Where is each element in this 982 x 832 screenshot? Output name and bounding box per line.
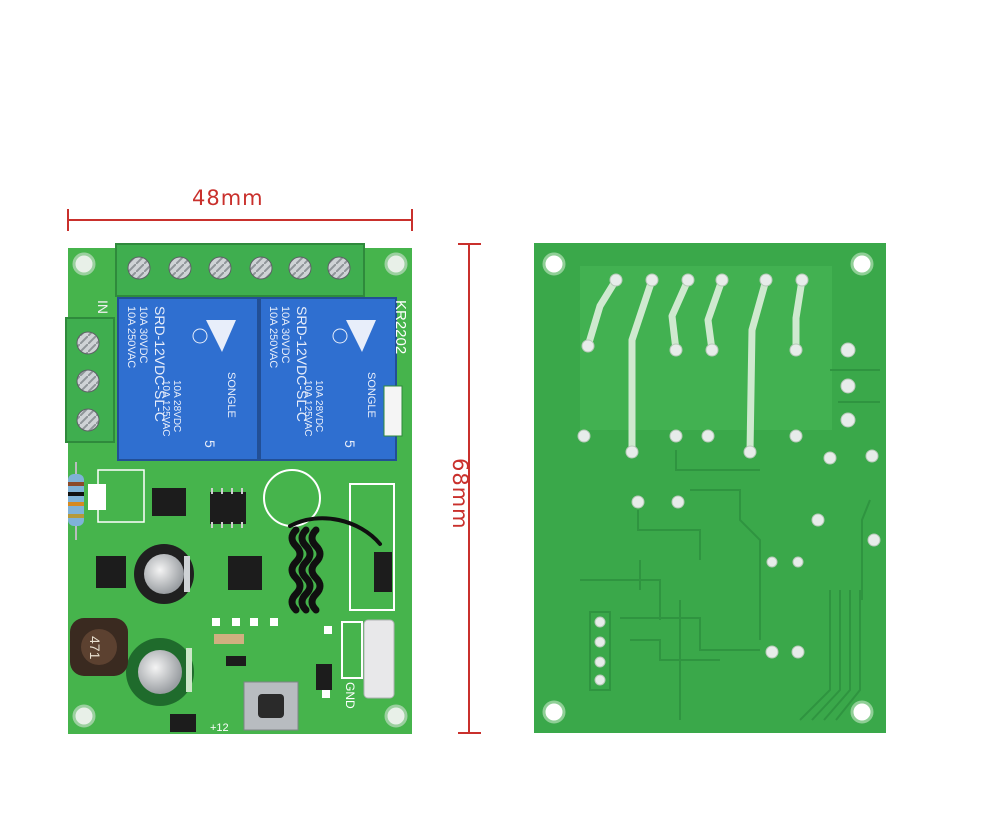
learn-button [243, 681, 299, 731]
module-outline [349, 483, 395, 611]
crystal-oscillator [363, 619, 395, 699]
relay-1-line-2: 10A 30VDC [137, 306, 149, 364]
output-terminal-block [115, 243, 365, 297]
antenna-coil [288, 516, 382, 614]
ic-chips [96, 488, 392, 732]
relay-1-mark: 5 [202, 440, 218, 448]
diode [214, 634, 244, 644]
inductor-label: 471 [87, 636, 103, 660]
relay-2-brand: SONGLE [365, 372, 377, 418]
relay-1-line-1: 10A 250VAC [125, 306, 137, 368]
relay-traces [584, 276, 806, 456]
svg-text:10A 250VAC 10A 30VDC: 10A 250VAC 10A 30VDC SRD-12VDC-SL-C [125, 306, 168, 422]
relay-2-line-1: 10A 250VAC [267, 306, 279, 368]
height-dimension-label: 68mm [448, 458, 472, 530]
led [316, 664, 332, 690]
gnd-pin-label: GND [343, 682, 357, 709]
inductor: 471 [70, 618, 128, 676]
relay-1-brand: SONGLE [225, 372, 237, 418]
plus12-pin-label: +12 [210, 722, 229, 734]
cqc-mark-icon [332, 328, 348, 344]
songle-logo-icon [206, 320, 236, 352]
pad [88, 484, 106, 510]
mounting-holes-back [542, 252, 874, 724]
songle-logo-icon [346, 320, 376, 352]
height-dimension-line [458, 243, 481, 734]
svg-text:10A 125VAC 10A 28VDC: 10A 125VAC 10A 28VDC [302, 380, 324, 439]
relay-2-line-4: 10A 125VAC [302, 380, 313, 437]
relay-1: 10A 250VAC 10A 30VDC SRD-12VDC-SL-C 10A … [117, 297, 259, 461]
relay-2-line-5: 10A 28VDC [313, 380, 324, 432]
solder-joints [577, 273, 881, 686]
in-pin-label: IN [95, 300, 111, 314]
cqc-mark-icon [192, 328, 208, 344]
signal-traces [580, 369, 880, 721]
relay-2: 10A 250VAC 10A 30VDC SRD-12VDC-SL-C 10A … [259, 297, 397, 461]
width-dimension-label: 48mm [192, 186, 264, 210]
solder-pads [212, 618, 332, 698]
relay-1-line-4: 10A 125VAC [160, 380, 171, 437]
front-board: IN 10A 250VAC 10A 30VDC SRD-12VDC-SL-C 1… [65, 243, 412, 734]
svg-text:10A 250VAC 10A 30VDC: 10A 250VAC 10A 30VDC SRD-12VDC-SL-C [267, 306, 310, 422]
relay-2-mark: 5 [342, 440, 358, 448]
back-board [534, 243, 886, 733]
input-terminal-block [65, 317, 115, 443]
smd-resistor [226, 656, 246, 666]
capacitor-1 [134, 544, 194, 604]
capacitor-2 [126, 638, 194, 706]
width-dimension-line [67, 209, 413, 231]
model-label: KR2202 [392, 300, 409, 354]
jumper-header [383, 385, 403, 437]
svg-text:10A 125VAC 10A 28VDC: 10A 125VAC 10A 28VDC [160, 380, 182, 439]
relay-1-line-5: 10A 28VDC [171, 380, 182, 432]
resistor [68, 462, 84, 540]
relay-2-line-2: 10A 30VDC [279, 306, 291, 364]
relay-1-line-3: SRD-12VDC-SL-C [152, 306, 168, 422]
mounting-holes-front [72, 252, 408, 728]
relay-2-line-3: SRD-12VDC-SL-C [294, 306, 310, 422]
